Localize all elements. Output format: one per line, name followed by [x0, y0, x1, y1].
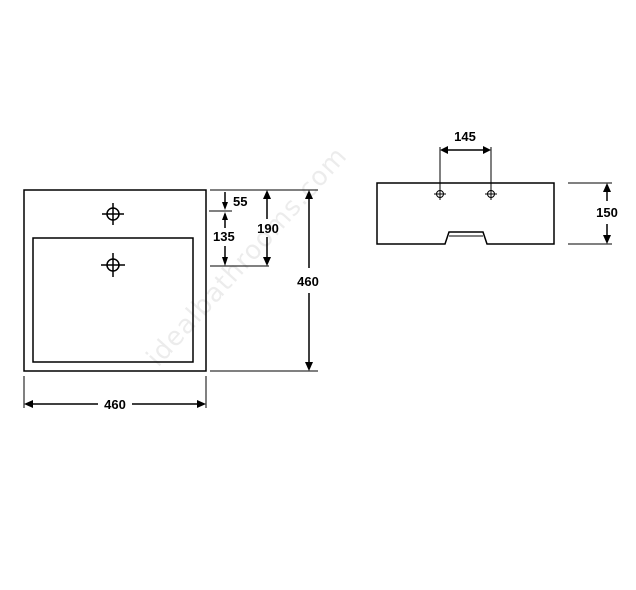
tap-hole-icon: [102, 203, 124, 225]
dimension-bowl-offset: 135: [213, 222, 235, 266]
dim-depth-label: 460: [297, 274, 319, 289]
front-tap-hole-right-icon: [485, 188, 497, 200]
dimension-tap-spacing: 145: [439, 129, 492, 188]
dim-height-label: 150: [596, 205, 618, 220]
dim-width-label: 460: [104, 397, 126, 412]
dim-tap-spacing-label: 145: [454, 129, 476, 144]
dim-tap-offset-label: 55: [233, 194, 247, 209]
dimension-width: 460: [23, 376, 207, 412]
front-outline: [376, 182, 555, 245]
bowl-outline: [32, 237, 194, 363]
watermark-text: idealbathrooms.com: [141, 141, 354, 373]
dimension-tap-offset: 55: [209, 192, 247, 222]
basin-outline: [23, 189, 207, 372]
dimension-bowl-edge: 190: [210, 190, 279, 267]
basin-top-view: [23, 189, 207, 372]
waste-hole-icon: [101, 253, 125, 277]
basin-front-view: [376, 182, 555, 245]
dim-bowl-edge-label: 190: [257, 221, 279, 236]
dimension-depth: 460: [210, 189, 319, 372]
dim-bowl-offset-label: 135: [213, 229, 235, 244]
dimension-height: 150: [568, 182, 618, 245]
front-tap-hole-left-icon: [434, 188, 446, 200]
